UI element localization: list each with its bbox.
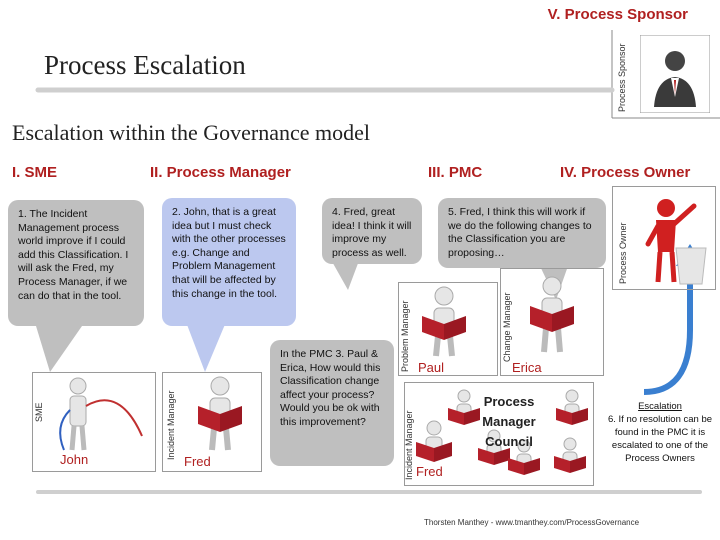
erica-figure-icon — [530, 276, 574, 353]
subtitle: Escalation within the Governance model — [12, 120, 370, 145]
speech-bubble-pmc: In the PMC 3. Paul & Erica, How would th… — [270, 340, 394, 466]
section-header: V. Process Sponsor — [0, 0, 720, 28]
council-title: Process Manager Council — [482, 394, 536, 449]
fred-figure-icon — [198, 376, 242, 451]
change-manager-label: Change Manager — [502, 292, 512, 362]
council-figure-icon — [478, 429, 510, 465]
process-owner-label: Process Owner — [618, 222, 628, 284]
paul-figure-icon — [422, 286, 466, 357]
name-erica: Erica — [512, 360, 542, 375]
council-figure-icon — [554, 437, 586, 473]
escalation-heading: Escalation — [638, 401, 682, 412]
incident-manager-label: Incident Manager — [166, 390, 176, 460]
change-manager-frame — [500, 268, 604, 376]
name-fred-council: Fred — [416, 464, 443, 479]
council-figures — [416, 389, 588, 475]
sponsor-figure-icon — [640, 35, 710, 113]
council-figure-icon — [416, 420, 452, 462]
footer-credit: Thorsten Manthey - www.tmanthey.com/Proc… — [424, 518, 640, 527]
section-title: V. Process Sponsor — [547, 6, 688, 23]
incident-manager-frame — [162, 372, 262, 472]
role-sme: I. SME — [12, 164, 58, 181]
problem-manager-frame — [398, 282, 498, 376]
council-frame — [404, 382, 594, 486]
process-owner-frame — [612, 186, 716, 290]
council-figure-icon — [556, 389, 588, 425]
council-figure-icon — [448, 389, 480, 425]
page-title: Process Escalation — [44, 50, 246, 80]
name-paul: Paul — [418, 360, 445, 375]
role-pmc: III. PMC — [428, 164, 483, 181]
role-process-owner: IV. Process Owner — [560, 164, 691, 181]
speech-bubble-erica: 5. Fred, I think this will work if we do… — [438, 198, 606, 268]
presenter-figure-icon — [645, 199, 707, 285]
council-figure-icon — [508, 439, 540, 475]
sme-frame — [32, 372, 156, 472]
sme-label: SME — [34, 402, 44, 422]
problem-manager-label: Problem Manager — [400, 300, 410, 372]
escalation-text: 6. If no resolution can be found in the … — [607, 414, 713, 464]
name-fred: Fred — [184, 454, 211, 469]
role-process-manager: II. Process Manager — [150, 164, 291, 181]
name-john: John — [60, 452, 89, 467]
escalation-note: Escalation 6. If no resolution can be fo… — [606, 400, 714, 465]
speech-bubble-paul: 4. Fred, great idea! I think it will imp… — [322, 198, 422, 264]
speech-bubble-john: 1. The Incident Management process world… — [8, 200, 144, 326]
john-figure-icon — [59, 377, 143, 451]
speech-bubble-fred: 2. John, that is a great idea but I must… — [162, 198, 296, 326]
